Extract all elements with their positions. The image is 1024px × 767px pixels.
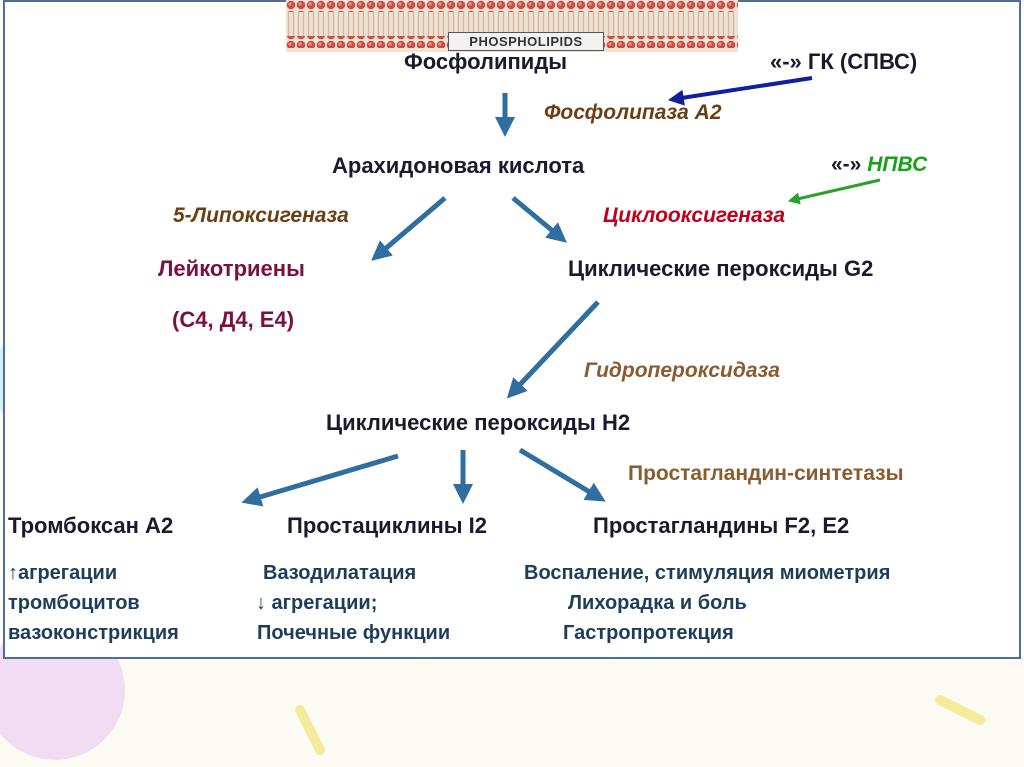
inhibitor-marker: «-»	[770, 49, 802, 74]
gk-label: «-» ГК (СПВС)	[770, 49, 917, 75]
arrow-to-peroxides-g2	[511, 196, 567, 243]
peroxides-g2-label: Циклические пероксиды G2	[568, 256, 874, 281]
npvs-label: «-» НПВС	[831, 153, 927, 177]
arrow-g2-to-h2	[506, 300, 600, 399]
arrow-to-thromboxane	[241, 453, 399, 507]
peroxides-h2-label: Циклические пероксиды Н2	[326, 410, 631, 435]
prostaglandin-effect: Воспаление, стимуляция миометрия	[524, 562, 891, 584]
arrow-to-prostaglandins	[518, 447, 606, 502]
phospholipids-label: Фосфолипиды	[404, 49, 568, 74]
thromboxane-a2-label: Тромбоксан А2	[8, 513, 174, 538]
lipoxygenase-label: 5-Липоксигеназа	[173, 204, 349, 227]
gk-text: ГК (СПВС)	[807, 49, 918, 74]
prostaglandin-effect: Лихорадка и боль	[568, 592, 747, 614]
arachidonic-acid-label: Арахидоновая кислота	[332, 153, 585, 178]
arrow-to-leukotrienes	[371, 196, 447, 261]
prostaglandin-synthetases-label: Простагландин-синтетазы	[628, 462, 904, 485]
thromboxane-effect: ↑агрегации	[8, 562, 118, 584]
inhibitor-marker: «-»	[831, 153, 862, 176]
phospholipase-a2-label: Фосфолипаза А2	[544, 101, 722, 124]
leukotrienes-types-label: (С4, Д4, Е4)	[172, 307, 295, 332]
npvs-text: НПВС	[867, 153, 928, 176]
prostacyclin-effect: Вазодилатация	[263, 562, 417, 584]
hydroperoxidase-label: Гидропероксидаза	[584, 359, 780, 382]
cyclooxygenase-label: Циклооксигеназа	[603, 204, 786, 227]
thromboxane-effect: тромбоцитов	[8, 592, 140, 614]
prostacyclin-effect: Почечные функции	[257, 622, 451, 644]
phospholipids-banner-label: PHOSPHOLIPIDS	[448, 32, 604, 51]
prostaglandin-effect: Гастропротекция	[563, 622, 734, 644]
prostacyclins-i2-label: Простациклины I2	[287, 513, 488, 538]
thromboxane-effect: вазоконстрикция	[8, 622, 179, 644]
arrow-gk-inhibition	[667, 76, 813, 106]
prostacyclin-effect: ↓ агрегации;	[256, 592, 378, 614]
arrow-npvs-inhibition	[787, 178, 881, 205]
leukotrienes-label: Лейкотриены	[158, 256, 305, 281]
slide-frame	[3, 0, 1021, 659]
prostaglandins-f2-e2-label: Простагландины F2, Е2	[593, 513, 850, 538]
